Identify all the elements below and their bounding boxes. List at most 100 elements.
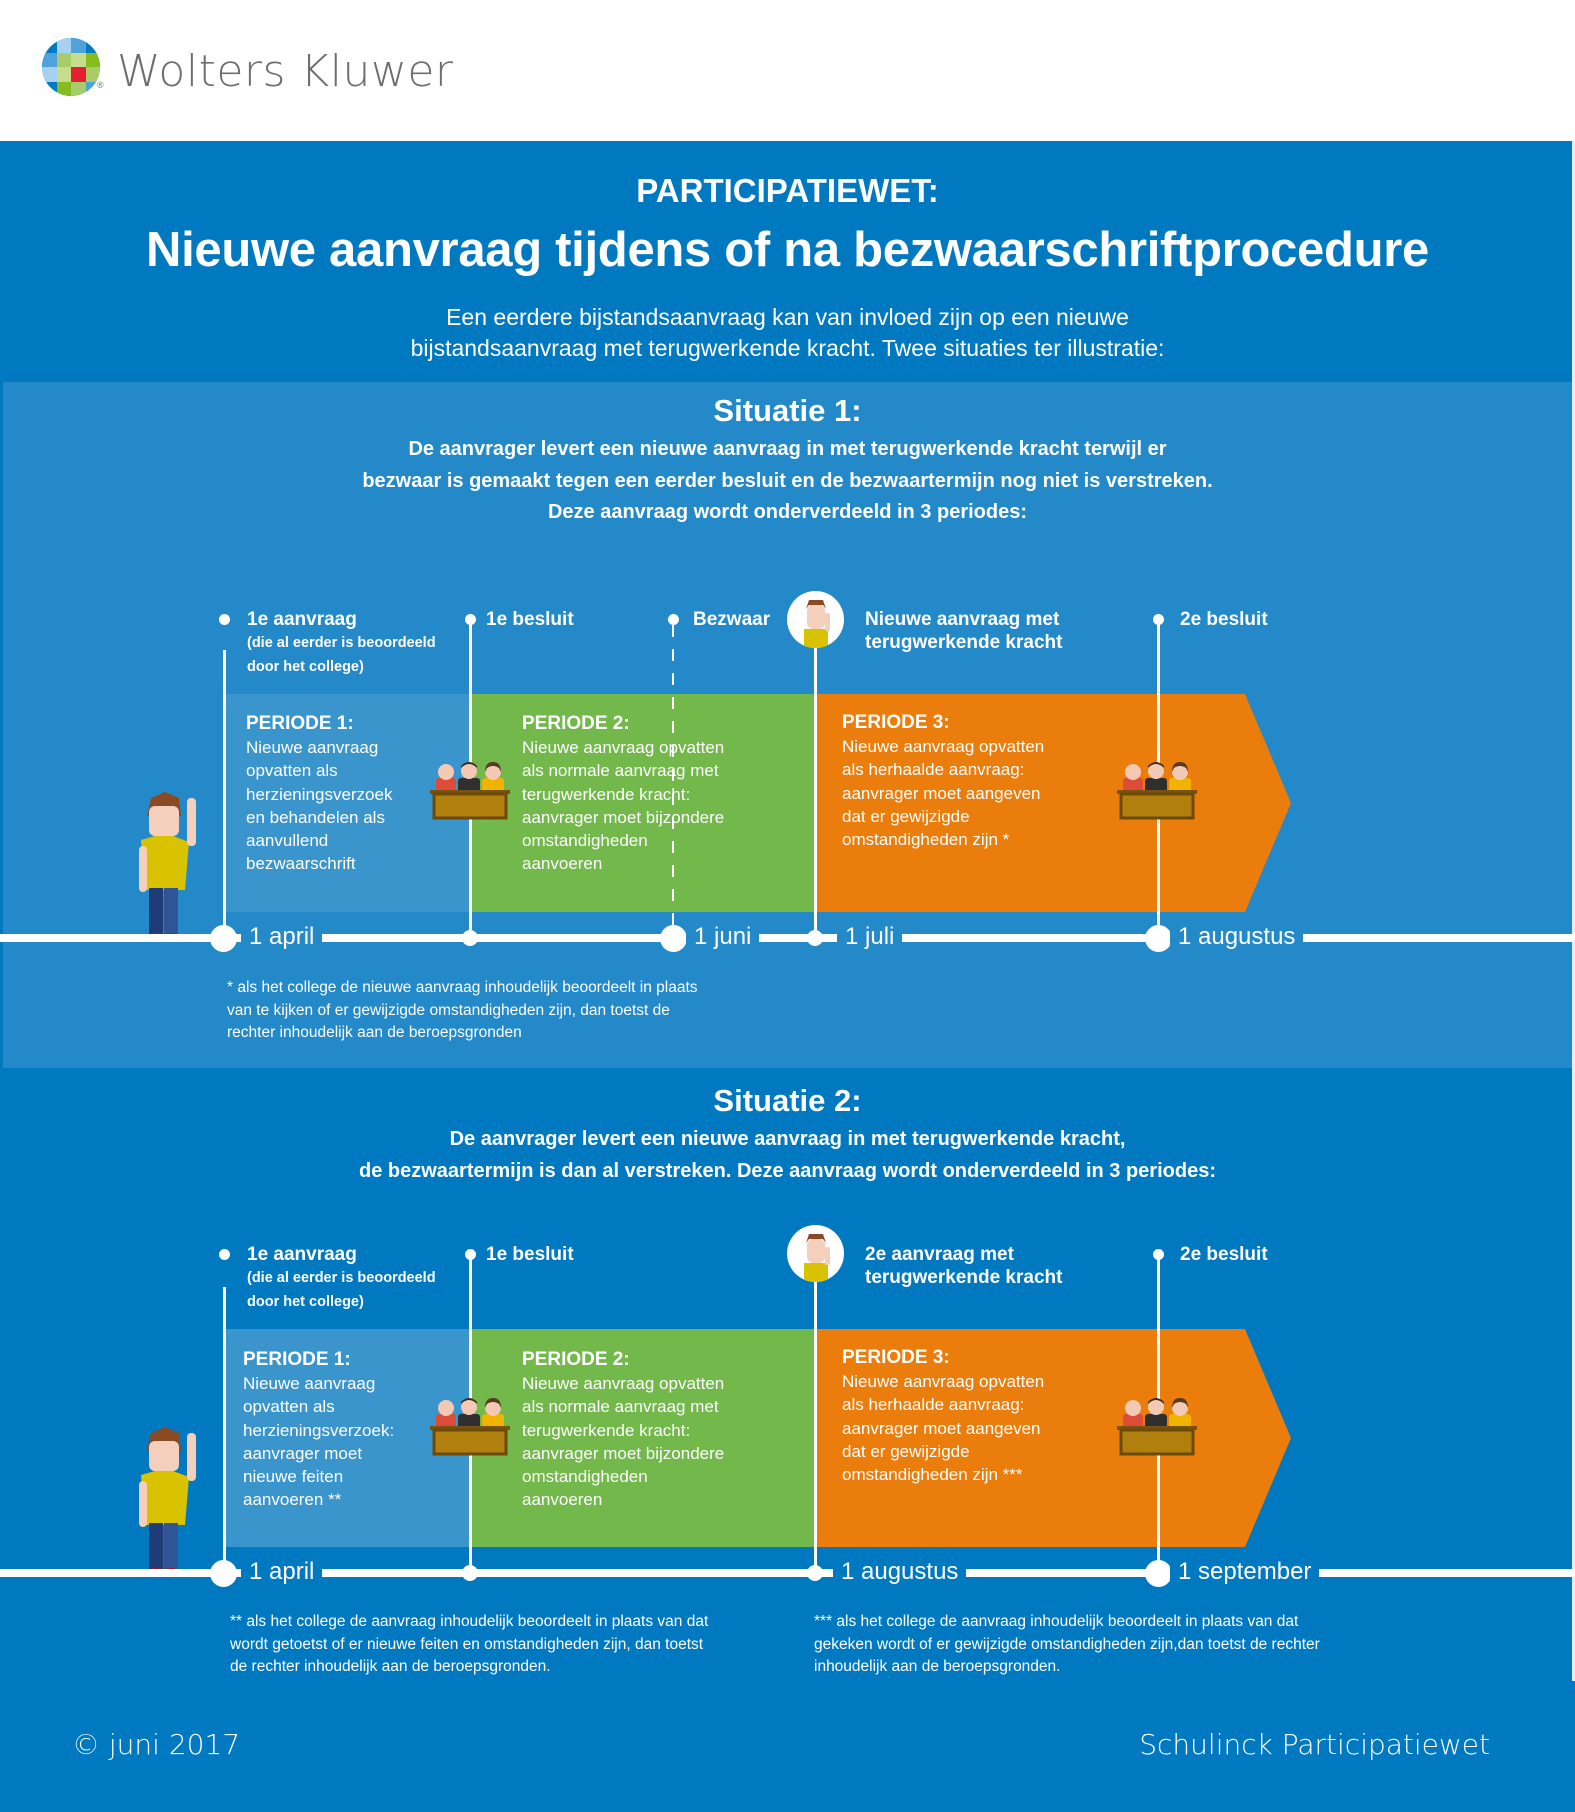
milestone-label: 1e besluit — [486, 1244, 574, 1265]
footnote-line: *** als het college de aanvraag inhoudel… — [814, 1613, 1299, 1630]
periode1-text: PERIODE 1: Nieuwe aanvraag opvatten als … — [243, 1348, 394, 1511]
copyright: © juni 2017 — [72, 1728, 241, 1761]
intro-line: bijstandsaanvraag met terugwerkende krac… — [410, 335, 1165, 361]
period-line: omstandigheden zijn *** — [842, 1465, 1023, 1485]
desc-line: Deze aanvraag wordt onderverdeeld in 3 p… — [547, 501, 1028, 523]
periode3-text: PERIODE 3: Nieuwe aanvraag opvatten als … — [842, 711, 1044, 851]
period-line: aanvoeren ** — [243, 1490, 342, 1510]
period-line: aanvoeren — [522, 854, 603, 874]
periode1-text: PERIODE 1: Nieuwe aanvraag opvatten als … — [246, 712, 392, 875]
timeline-dot — [807, 1565, 823, 1581]
kicker: PARTICIPATIEWET: — [636, 172, 939, 209]
right-edge — [1572, 141, 1575, 1681]
person-waving-icon — [139, 792, 196, 940]
period-line: Nieuwe aanvraag opvatten — [842, 737, 1045, 757]
periode1-band — [224, 694, 470, 912]
milestone-sub: (die al eerder is beoordeeld — [247, 1270, 436, 1286]
timeline-date: 1 juni — [686, 922, 760, 952]
period-line: aanvullend — [246, 831, 329, 851]
jury-panel-icon — [1117, 762, 1197, 820]
period-line: aanvrager moet aangeven — [842, 1418, 1041, 1438]
registered-mark: ® — [97, 80, 104, 90]
periode2-text: PERIODE 2: Nieuwe aanvraag opvatten als … — [522, 712, 724, 875]
desc-line: De aanvrager levert een nieuwe aanvraag … — [449, 1128, 1126, 1150]
milestone-title: 1e aanvraag — [247, 609, 357, 630]
period-line: opvatten als — [246, 761, 338, 781]
timeline-axis — [0, 934, 1575, 942]
brand-name: Wolters Kluwer — [117, 46, 454, 97]
milestone-label: Nieuwe aanvraag met terugwerkende kracht — [865, 608, 1062, 654]
milestone-label: 2e besluit — [1180, 1244, 1268, 1265]
footnote: * als het college de nieuwe aanvraag inh… — [227, 977, 698, 1045]
timeline-dot — [462, 1565, 478, 1581]
timeline-dot — [660, 925, 687, 952]
period-line: bezwaarschrift — [246, 854, 356, 874]
publication-name: Schulinck Participatiewet — [1139, 1728, 1490, 1761]
milestone-title: 1e aanvraag — [247, 1244, 357, 1265]
footnote-line: * als het college de nieuwe aanvraag inh… — [227, 979, 698, 996]
timeline-date: 1 augustus — [833, 1557, 967, 1587]
page-title: Nieuwe aanvraag tijdens of na bezwaarsch… — [146, 223, 1429, 277]
period-line: aanvrager moet aangeven — [842, 783, 1041, 803]
periode3-text: PERIODE 3: Nieuwe aanvraag opvatten als … — [842, 1346, 1044, 1486]
milestone-title: terugwerkende kracht — [865, 632, 1063, 653]
period-line: als herhaalde aanvraag: — [842, 1395, 1025, 1415]
milestone-line — [814, 1280, 817, 1573]
applicant-avatar-icon — [787, 1225, 844, 1282]
period-line: dat er gewijzigde — [842, 806, 970, 826]
jury-panel-icon — [430, 1398, 510, 1456]
period-line: als normale aanvraag met — [522, 761, 719, 781]
period-line: aanvrager moet bijzondere — [522, 807, 725, 827]
timeline-date: 1 juli — [837, 922, 903, 952]
desc-line: bezwaar is gemaakt tegen een eerder besl… — [362, 469, 1213, 492]
milestone-pin — [219, 1249, 230, 1260]
footnote-right: *** als het college de aanvraag inhoudel… — [814, 1611, 1320, 1679]
timeline-dot — [807, 930, 823, 946]
desc-line: de bezwaartermijn is dan al verstreken. … — [359, 1159, 1216, 1182]
periode3-arrow-icon — [1245, 1329, 1291, 1547]
periode2-band — [470, 1329, 815, 1547]
period-title: PERIODE 3: — [842, 1347, 950, 1368]
footnote-line: gekeken wordt of er gewijzigde omstandig… — [814, 1635, 1320, 1653]
periode3-arrow-icon — [1245, 694, 1291, 912]
period-line: omstandigheden zijn * — [842, 830, 1010, 850]
period-title: PERIODE 2: — [522, 713, 630, 734]
milestone-line — [223, 1287, 226, 1573]
situatie2-title: Situatie 2: — [713, 1083, 862, 1118]
period-line: aanvoeren — [522, 1490, 603, 1510]
milestone-pin — [465, 614, 476, 625]
top-bar: ® Wolters Kluwer — [0, 0, 1575, 141]
period-line: Nieuwe aanvraag opvatten — [842, 1372, 1045, 1392]
periode2-text: PERIODE 2: Nieuwe aanvraag opvatten als … — [522, 1348, 724, 1511]
period-line: opvatten als — [243, 1397, 335, 1417]
milestone-sub: door het college) — [247, 1294, 364, 1310]
timeline-dot — [1145, 1560, 1172, 1587]
period-line: en behandelen als — [246, 807, 385, 827]
period-line: als normale aanvraag met — [522, 1397, 719, 1417]
timeline-date: 1 april — [241, 1557, 323, 1587]
period-title: PERIODE 1: — [243, 1349, 351, 1370]
wolters-kluwer-logo-icon — [42, 38, 100, 96]
period-line: nieuwe feiten — [243, 1467, 344, 1487]
desc-line: De aanvrager levert een nieuwe aanvraag … — [408, 438, 1167, 460]
period-line: aanvrager moet — [243, 1443, 363, 1463]
bezwaar-dashed-line — [672, 625, 674, 938]
period-line: dat er gewijzigde — [842, 1441, 970, 1461]
footnote-line: rechter inhoudelijk aan de beroepsgronde… — [227, 1024, 522, 1041]
footnote-line: inhoudelijk aan de beroepsgronden. — [814, 1658, 1061, 1675]
milestone-pin — [1153, 1249, 1164, 1260]
milestone-title: 2e aanvraag met — [865, 1244, 1014, 1265]
situatie2-description: De aanvrager levert een nieuwe aanvraag … — [0, 1124, 1575, 1187]
milestone-pin — [668, 614, 679, 625]
period-line: terugwerkende kracht: — [522, 784, 691, 804]
footnote-line: wordt getoetst of er nieuwe feiten en om… — [230, 1635, 704, 1653]
milestone-label: 1e aanvraag (die al eerder is beoordeeld… — [247, 1243, 436, 1314]
milestone-pin — [465, 1249, 476, 1260]
applicant-avatar-icon — [787, 591, 844, 648]
period-line: omstandigheden — [522, 1467, 648, 1487]
periode2-band — [470, 694, 815, 912]
period-line: aanvrager moet bijzondere — [522, 1443, 725, 1463]
period-line: terugwerkende kracht: — [522, 1420, 691, 1440]
footnote-left: ** als het college de aanvraag inhoudeli… — [230, 1611, 708, 1679]
period-line: Nieuwe aanvraag opvatten — [522, 738, 725, 758]
